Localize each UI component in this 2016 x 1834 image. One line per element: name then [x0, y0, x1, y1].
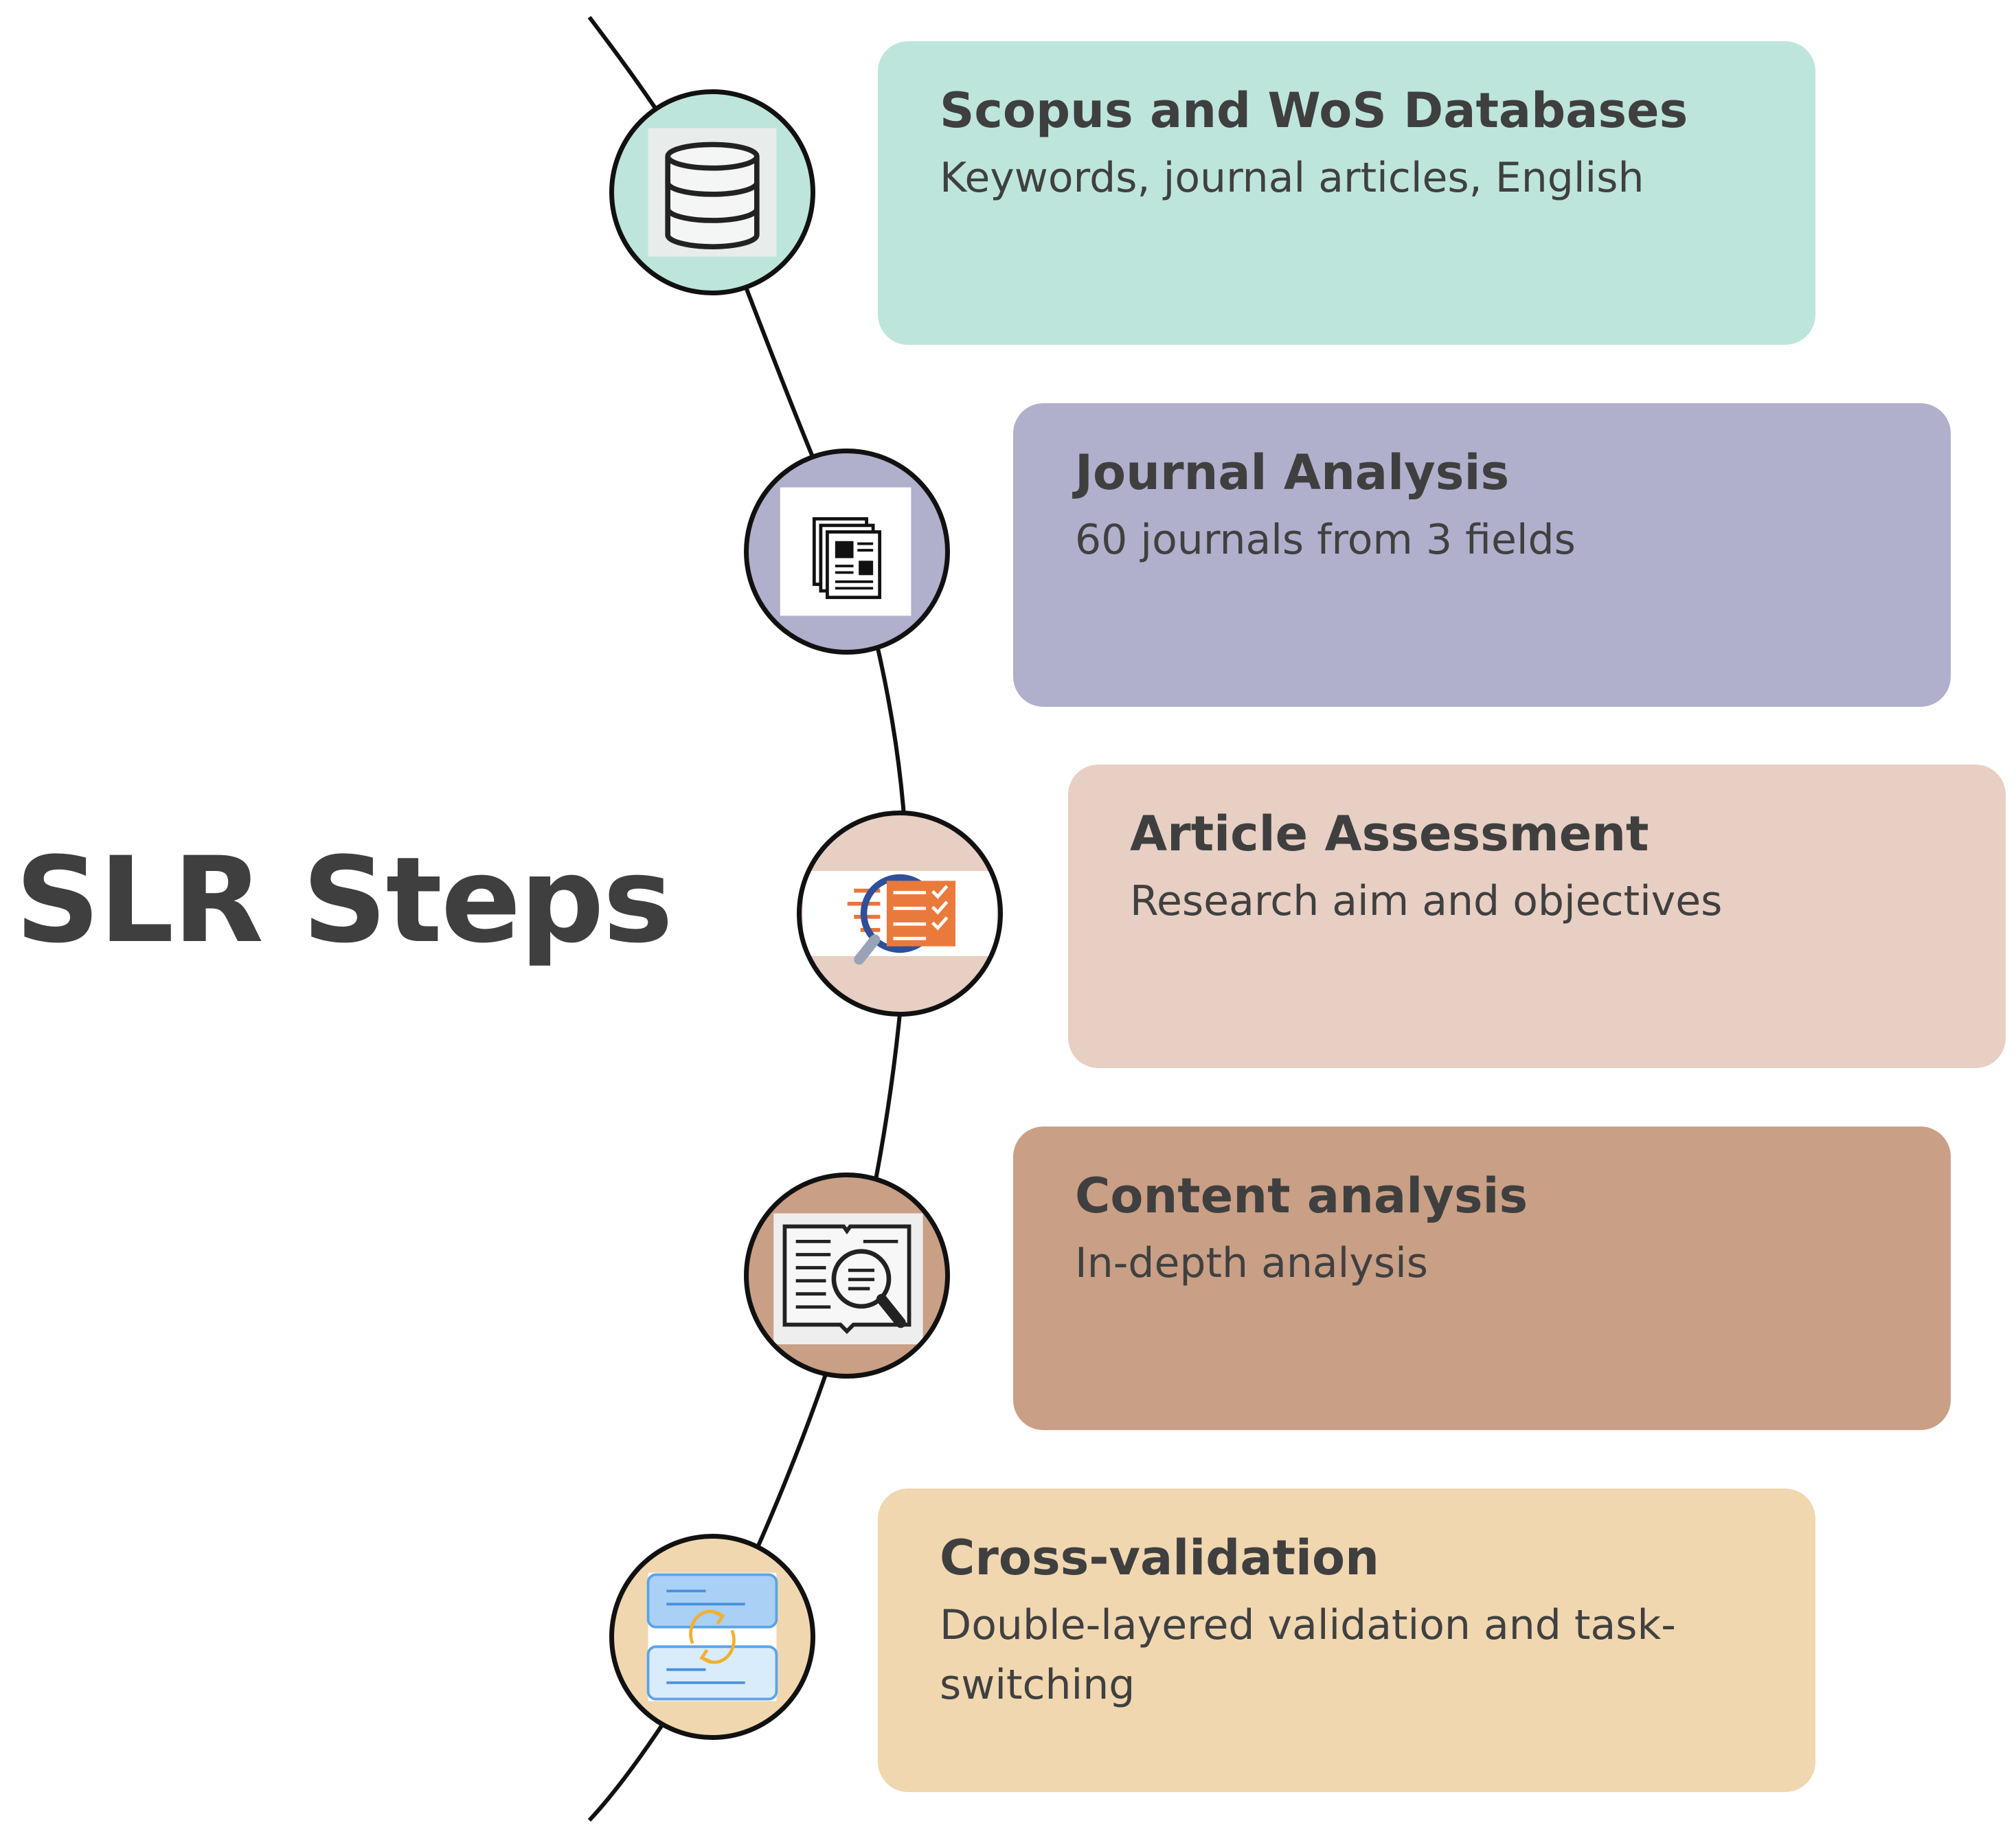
step-card-article-assessment: Article Assessment Research aim and obje…	[1068, 765, 2006, 1068]
page-title: SLR Steps	[15, 831, 673, 969]
step-card-databases: Scopus and WoS Databases Keywords, journ…	[878, 41, 1815, 345]
step-description: Double-layered validation and task-switc…	[940, 1600, 1676, 1709]
step-title: Article Assessment	[1130, 806, 1649, 862]
step-node-article-assessment	[797, 811, 1003, 1017]
step-card-journal-analysis: Journal Analysis 60 journals from 3 fiel…	[1013, 403, 1951, 707]
book-magnifier-icon	[773, 1213, 923, 1345]
step-card-cross-validation: Cross-validation Double-layered validati…	[878, 1488, 1815, 1792]
sync-cards-icon	[646, 1572, 778, 1701]
step-node-content-analysis	[744, 1173, 950, 1379]
step-title: Scopus and WoS Databases	[940, 82, 1688, 139]
step-title: Content analysis	[1075, 1168, 1528, 1224]
database-icon	[648, 128, 777, 257]
documents-icon	[780, 487, 911, 616]
step-node-journal-analysis	[744, 449, 950, 655]
step-title: Cross-validation	[940, 1530, 1379, 1586]
step-node-cross-validation	[609, 1534, 815, 1740]
step-title: Journal Analysis	[1075, 444, 1510, 501]
step-description: Research aim and objectives	[1130, 876, 1723, 925]
checklist-magnifier-icon	[802, 871, 997, 965]
step-description: 60 journals from 3 fields	[1075, 515, 1576, 564]
step-card-content-analysis: Content analysis In-depth analysis	[1013, 1127, 1951, 1430]
step-description: In-depth analysis	[1075, 1238, 1429, 1287]
step-node-databases	[609, 89, 815, 295]
step-description: Keywords, journal articles, English	[940, 153, 1644, 202]
